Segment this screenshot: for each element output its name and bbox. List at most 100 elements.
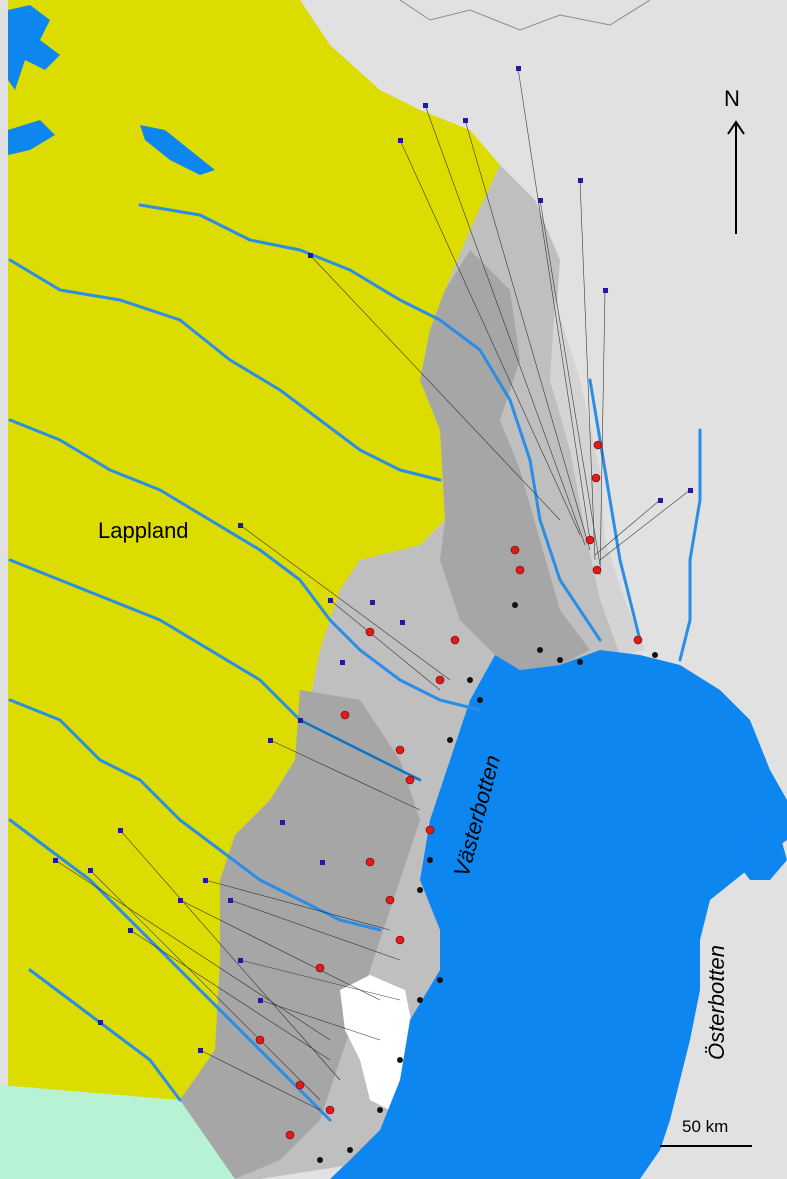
site-black <box>347 1147 353 1153</box>
river-7 <box>28 968 182 1102</box>
connector-line <box>539 199 601 566</box>
river-network <box>8 203 702 1122</box>
site-red <box>340 710 350 720</box>
site-black <box>652 652 658 658</box>
site-square <box>658 498 663 503</box>
site-red <box>255 1035 265 1045</box>
river-8 <box>678 428 702 662</box>
site-square <box>228 898 233 903</box>
site-squares <box>53 66 693 1053</box>
gulf-of-bothnia-sea <box>330 650 787 1179</box>
site-square <box>340 660 345 665</box>
site-square <box>98 1020 103 1025</box>
site-connector-lines <box>54 67 691 1111</box>
site-black <box>417 997 423 1003</box>
site-black <box>377 1107 383 1113</box>
site-square <box>320 860 325 865</box>
site-square <box>53 858 58 863</box>
site-square <box>308 253 313 258</box>
north-label: N <box>724 86 740 111</box>
label-lappland: Lappland <box>98 518 189 543</box>
site-red <box>295 1080 305 1090</box>
lake-north-1 <box>140 125 215 175</box>
connector-line <box>179 899 381 1001</box>
river-9 <box>588 378 642 642</box>
southern-region <box>0 1085 235 1179</box>
lappland-region <box>8 0 500 1100</box>
site-black <box>467 677 473 683</box>
north-arrow-icon: N <box>724 86 745 234</box>
connector-line <box>89 869 321 1101</box>
site-square <box>298 718 303 723</box>
river-6 <box>8 818 332 1122</box>
site-black <box>427 857 433 863</box>
site-black-dots <box>317 602 658 1163</box>
site-red <box>365 857 375 867</box>
site-black <box>317 1157 323 1163</box>
site-red <box>325 1105 335 1115</box>
connector-line <box>239 524 451 681</box>
site-square <box>268 738 273 743</box>
site-red <box>405 775 415 785</box>
site-square <box>688 488 693 493</box>
connector-line <box>599 489 691 561</box>
site-square <box>178 898 183 903</box>
connector-line <box>204 879 391 931</box>
connector-line <box>269 739 421 811</box>
coastal-zone-dark <box>180 250 590 1179</box>
scale-bar-icon: 50 km <box>660 1117 752 1147</box>
site-red <box>510 545 520 555</box>
site-square <box>258 998 263 1003</box>
site-square <box>516 66 521 71</box>
connector-line <box>424 104 586 546</box>
site-red <box>633 635 643 645</box>
site-red <box>585 535 595 545</box>
site-red <box>425 825 435 835</box>
site-square <box>603 288 608 293</box>
site-red <box>593 440 603 450</box>
lower-white-zone <box>340 975 415 1110</box>
site-square <box>423 103 428 108</box>
site-square <box>203 878 208 883</box>
connector-line <box>329 599 441 691</box>
site-black <box>577 659 583 665</box>
site-square <box>463 118 468 123</box>
connector-line <box>594 499 661 556</box>
site-square <box>128 928 133 933</box>
site-square <box>238 523 243 528</box>
national-border <box>399 0 651 31</box>
site-red <box>515 565 525 575</box>
site-black <box>397 1057 403 1063</box>
site-red <box>435 675 445 685</box>
lake-northwest-2 <box>8 120 55 155</box>
site-square <box>398 138 403 143</box>
connector-line <box>119 829 341 1081</box>
site-black <box>447 737 453 743</box>
river-5 <box>8 698 382 932</box>
site-square <box>328 598 333 603</box>
connector-line <box>579 179 596 561</box>
sea-island-detail <box>735 830 787 880</box>
site-square <box>578 178 583 183</box>
north-arrow-head <box>727 120 745 135</box>
site-black <box>512 602 518 608</box>
connector-line <box>517 67 591 541</box>
site-black <box>437 977 443 983</box>
site-red <box>591 473 601 483</box>
connector-line <box>129 929 331 1061</box>
connector-line <box>599 289 606 576</box>
site-black <box>537 647 543 653</box>
river-3 <box>8 418 482 712</box>
site-black <box>557 657 563 663</box>
connector-line <box>399 139 581 536</box>
connector-line <box>239 959 401 1001</box>
site-square <box>88 868 93 873</box>
site-square <box>198 1048 203 1053</box>
connector-line <box>299 719 421 781</box>
site-red-dots <box>255 440 643 1140</box>
site-red <box>395 745 405 755</box>
site-square <box>118 828 123 833</box>
site-red <box>395 935 405 945</box>
